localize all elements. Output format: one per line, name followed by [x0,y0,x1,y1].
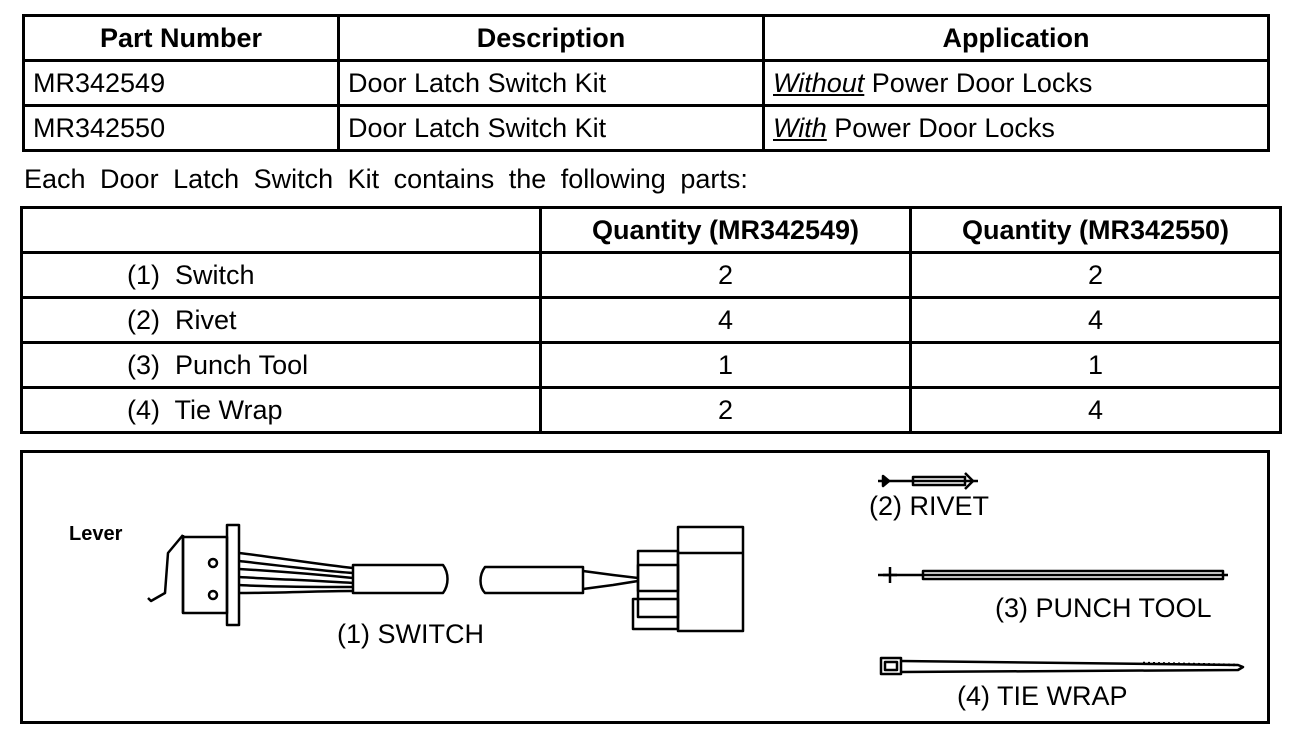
column-header: Part Number [22,14,340,62]
application-text: Power Door Locks [826,112,1055,143]
application-text: Power Door Locks [864,67,1093,98]
rivet-label: (2) RIVET [869,491,990,521]
column-header: Description [337,14,765,62]
parts-drawing [147,472,1245,676]
switch-drawing [147,523,745,633]
kit-contents-table: Quantity (MR342549) Quantity (MR342550) … [20,206,1282,434]
part-number-cell: MR342549 [22,59,340,107]
tie-wrap-drawing [879,656,1245,676]
quantity-cell: 4 [909,296,1282,344]
description-cell: Door Latch Switch Kit [337,59,765,107]
rivet-drawing [878,472,978,490]
table-row: MR342549 Door Latch Switch Kit Without P… [22,59,1270,107]
quantity-cell: 2 [539,251,912,299]
application-cell: With Power Door Locks [762,104,1270,152]
quantity-cell: 1 [539,341,912,389]
table-row: MR342550 Door Latch Switch Kit With Powe… [22,104,1270,152]
table-row: (3) Punch Tool 1 1 [20,341,1282,389]
punch-tool-label: (3) PUNCH TOOL [995,593,1212,623]
part-number-table: Part Number Description Application MR34… [22,14,1270,152]
item-cell: (2) Rivet [20,296,542,344]
item-cell: (1) Switch [20,251,542,299]
column-header: Application [762,14,1270,62]
application-emphasis: Without [773,67,865,98]
switch-label: (1) SWITCH [337,619,484,649]
application-cell: Without Power Door Locks [762,59,1270,107]
tie-wrap-label: (4) TIE WRAP [957,681,1128,711]
table-row: (1) Switch 2 2 [20,251,1282,299]
quantity-cell: 1 [909,341,1282,389]
item-cell: (4) Tie Wrap [20,386,542,434]
table-header-row: Part Number Description Application [22,14,1270,62]
application-emphasis: With [773,112,827,143]
column-header: Quantity (MR342550) [909,206,1282,254]
table-row: (2) Rivet 4 4 [20,296,1282,344]
item-cell: (3) Punch Tool [20,341,542,389]
quantity-cell: 4 [909,386,1282,434]
lever-label: Lever [69,523,123,545]
punch-tool-drawing [878,567,1228,583]
quantity-cell: 2 [539,386,912,434]
kit-contents-caption: Each Door Latch Switch Kit contains the … [24,164,748,194]
table-header-row: Quantity (MR342549) Quantity (MR342550) [20,206,1282,254]
table-row: (4) Tie Wrap 2 4 [20,386,1282,434]
column-header: Quantity (MR342549) [539,206,912,254]
quantity-cell: 2 [909,251,1282,299]
quantity-cell: 4 [539,296,912,344]
part-number-cell: MR342550 [22,104,340,152]
parts-illustration: Lever (1) SWITCH (2) RIVET (3) PUNCH TOO… [20,450,1270,724]
column-header [20,206,542,254]
description-cell: Door Latch Switch Kit [337,104,765,152]
